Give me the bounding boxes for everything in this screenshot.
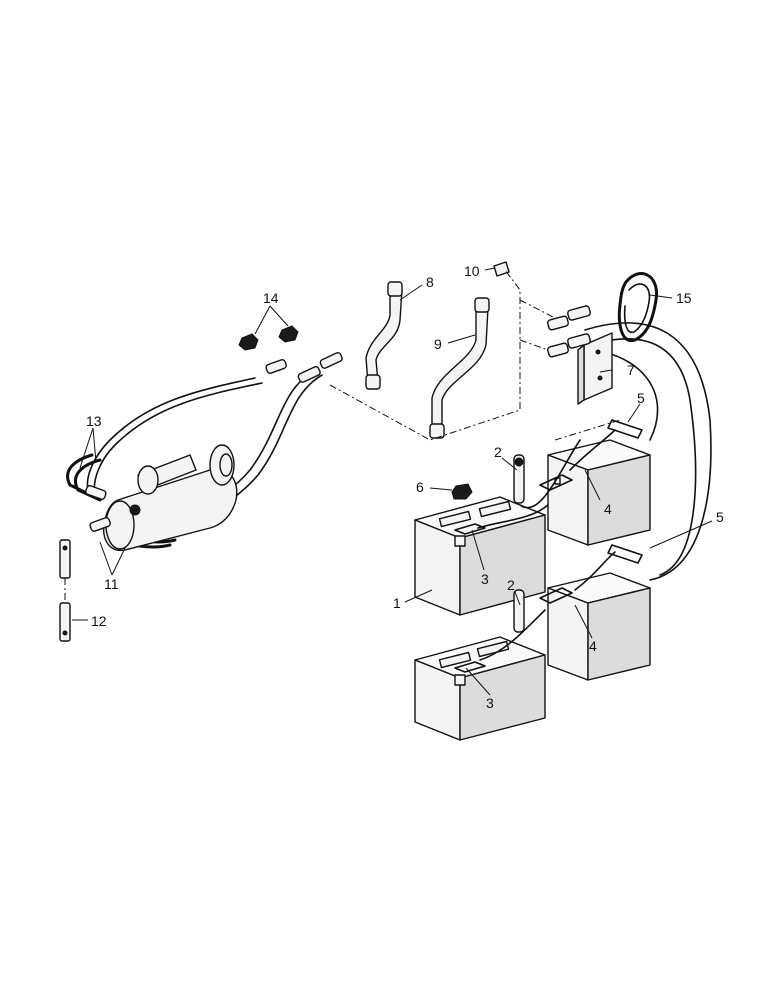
battery-interconnect-cables bbox=[477, 429, 616, 661]
callout-3-upper: 3 bbox=[481, 571, 489, 587]
callout-3-lower: 3 bbox=[486, 695, 494, 711]
battery-upper-front bbox=[414, 496, 546, 616]
callout-14: 14 bbox=[263, 290, 279, 306]
panel-lugs bbox=[547, 305, 591, 358]
callout-4-lower: 4 bbox=[589, 638, 597, 654]
assembly-lines bbox=[64, 269, 621, 603]
callout-1: 1 bbox=[393, 595, 401, 611]
terminal-clamps bbox=[451, 419, 643, 686]
screw-item-10 bbox=[493, 261, 510, 277]
callout-2-lower: 2 bbox=[507, 577, 515, 593]
callout-9: 9 bbox=[434, 336, 442, 352]
callout-11: 11 bbox=[104, 576, 119, 592]
battery-lower-front bbox=[414, 636, 546, 741]
callout-15: 15 bbox=[676, 290, 692, 306]
battery-upper-rear bbox=[547, 439, 651, 546]
callout-12: 12 bbox=[91, 613, 107, 629]
callout-6: 6 bbox=[416, 479, 424, 495]
callout-5-lower: 5 bbox=[716, 509, 724, 525]
cable-lugs bbox=[85, 352, 343, 532]
starter-motor bbox=[103, 444, 238, 552]
callout-10: 10 bbox=[464, 263, 480, 279]
callout-4-upper: 4 bbox=[604, 501, 612, 517]
ground-straps bbox=[365, 281, 490, 439]
callout-8: 8 bbox=[426, 274, 434, 290]
callout-5-upper: 5 bbox=[637, 390, 645, 406]
nuts-item-14 bbox=[238, 325, 299, 351]
callout-7: 7 bbox=[627, 362, 635, 378]
callout-13: 13 bbox=[86, 413, 102, 429]
solenoid-panel bbox=[577, 332, 613, 405]
callout-2-upper: 2 bbox=[494, 444, 502, 460]
leader-lines bbox=[72, 267, 713, 696]
stud-item-12 bbox=[59, 539, 71, 642]
cable-loop-item-15 bbox=[617, 272, 658, 343]
